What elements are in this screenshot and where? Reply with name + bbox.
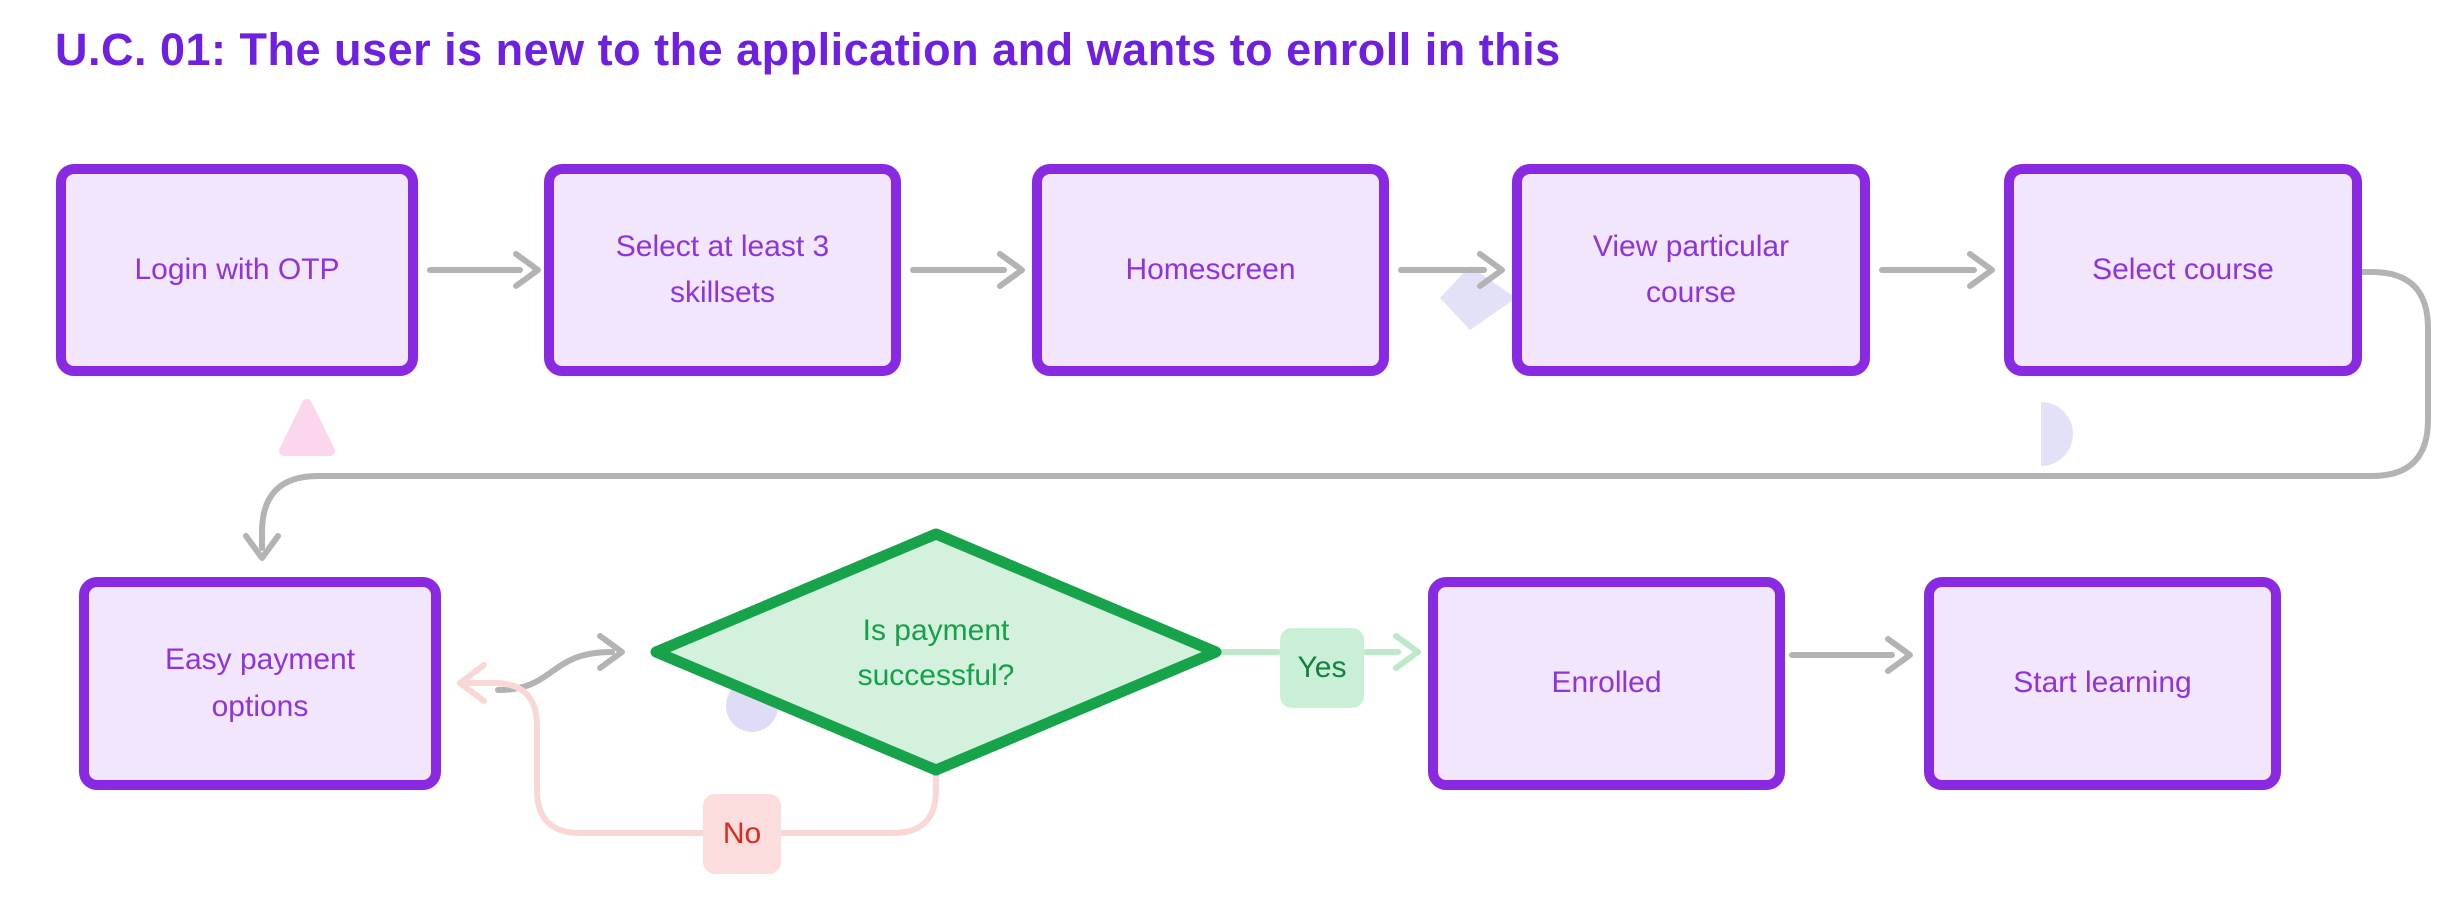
edge-homescreen-to-viewcourse <box>1398 251 1505 289</box>
node-label: Start learning <box>2013 666 2192 700</box>
edge-easypayment-to-decision <box>495 633 625 693</box>
edge-skillsets-to-homescreen <box>910 251 1025 289</box>
decor-lavender-halfcircle <box>2041 402 2073 466</box>
edge-label-yes[interactable]: Yes <box>1280 628 1364 708</box>
node-label: Login with OTP <box>134 252 340 286</box>
node-select-skillsets[interactable]: Select at least 3 skillsets <box>544 164 901 376</box>
edge-decision-yes <box>1213 633 1421 671</box>
decision-diamond-shape[interactable] <box>650 528 1222 776</box>
node-label: Enrolled <box>1551 666 1662 700</box>
node-start-learning[interactable]: Start learning <box>1924 577 2281 790</box>
decision-label-line1: Is payment <box>862 614 1010 647</box>
no-label-text: No <box>722 817 762 850</box>
node-label: Homescreen <box>1125 252 1296 286</box>
decision-label-line2: successful? <box>857 659 1015 692</box>
decor-lavender-diamond <box>1440 266 1516 330</box>
edge-selectcourse-to-easypayment <box>243 269 2431 561</box>
edge-decision-no-return <box>457 662 939 836</box>
node-view-particular-course[interactable]: View particular course <box>1512 164 1870 376</box>
node-label: Select at least 3 skillsets <box>615 229 830 310</box>
decor-pink-triangle <box>279 399 335 456</box>
node-label: View particular course <box>1592 229 1790 310</box>
page-title: U.C. 01: The user is new to the applicat… <box>55 24 1561 75</box>
node-easy-payment-options[interactable]: Easy payment options <box>79 577 441 790</box>
node-enrolled[interactable]: Enrolled <box>1428 577 1785 790</box>
yes-label-text: Yes <box>1297 651 1347 684</box>
node-label: Easy payment options <box>164 643 356 723</box>
edge-login-to-skillsets <box>427 251 541 289</box>
edge-viewcourse-to-selectcourse <box>1879 251 1995 289</box>
node-select-course[interactable]: Select course <box>2004 164 2362 376</box>
node-label: Select course <box>2092 252 2274 286</box>
decision-label: Is payment successful? <box>786 594 1086 712</box>
node-homescreen[interactable]: Homescreen <box>1032 164 1389 376</box>
edge-enrolled-to-startlearning <box>1789 636 1913 674</box>
node-login-with-otp[interactable]: Login with OTP <box>56 164 418 376</box>
edge-label-no[interactable]: No <box>703 794 781 874</box>
